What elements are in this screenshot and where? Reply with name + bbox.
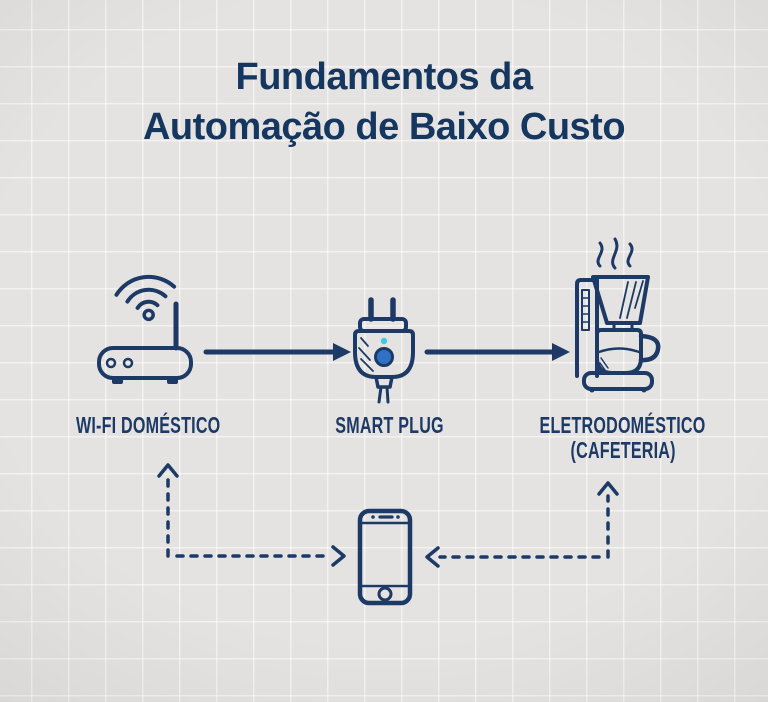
router-label-text: WI-FI DOMÉSTICO [75, 412, 221, 438]
router-label: WI-FI DOMÉSTICO [18, 413, 278, 438]
appliance-label-text: ELETRODOMÉSTICO [540, 412, 706, 438]
page-title-line1: Fundamentos da [235, 56, 533, 98]
coffee-maker-icon [575, 237, 661, 393]
appliance-sublabel-text: (CAFETERIA) [570, 437, 676, 463]
dashed-connector-phone-to-wifi-icon [157, 463, 346, 567]
appliance-label: ELETRODOMÉSTICO (CAFETERIA) [493, 413, 753, 463]
smart-plug-label: SMART PLUG [260, 413, 520, 438]
arrow-router-to-plug-icon [203, 343, 351, 361]
smart-plug-label-text: SMART PLUG [335, 412, 445, 438]
wifi-router-icon [97, 274, 193, 384]
smartphone-icon [357, 508, 413, 606]
page-title: Fundamentos da Automação de Baixo Custo [0, 52, 768, 152]
arrow-plug-to-appliance-icon [424, 343, 570, 361]
steam-icon [596, 237, 634, 270]
smart-plug-icon [353, 297, 415, 404]
dashed-connector-phone-to-appliance-icon [425, 481, 619, 568]
page-title-line2: Automação de Baixo Custo [142, 106, 626, 148]
